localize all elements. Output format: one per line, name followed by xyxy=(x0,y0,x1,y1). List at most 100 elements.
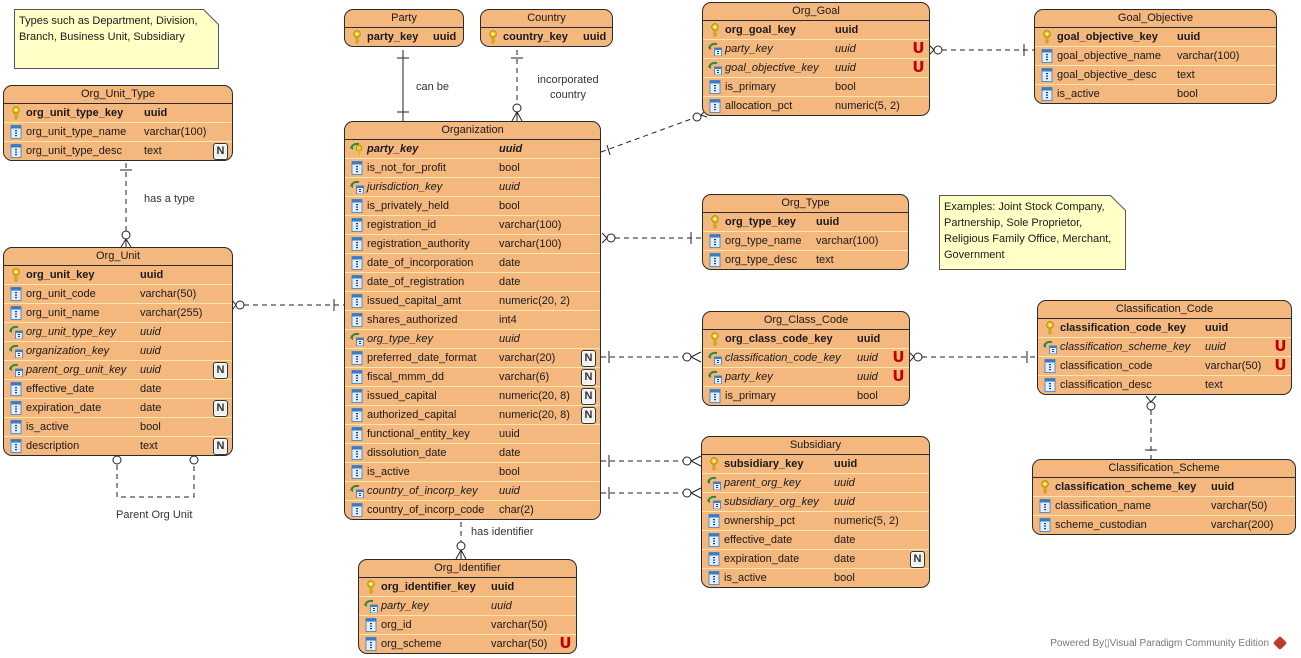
column-icon xyxy=(1040,87,1054,101)
rel-org-unit-parent[interactable] xyxy=(116,465,195,498)
column-icon xyxy=(1038,499,1052,513)
column-name: org_type_name xyxy=(725,235,802,247)
column-type: char(2) xyxy=(499,504,534,516)
foreign-key-icon xyxy=(708,42,722,57)
label-has-identifier: has identifier xyxy=(471,526,534,538)
note-org-unit-type[interactable]: Types such as Department, Division, Bran… xyxy=(14,9,219,69)
rel-organization-org-goal[interactable] xyxy=(600,117,695,153)
unique-icon: U xyxy=(892,348,905,366)
primary-key-icon xyxy=(708,23,722,37)
column-name: org_unit_code xyxy=(26,288,96,300)
unique-icon: U xyxy=(1274,337,1287,355)
column-name: organization_key xyxy=(26,345,110,357)
note-org-type[interactable]: Examples: Joint Stock Company, Partnersh… xyxy=(939,195,1126,270)
column-type: text xyxy=(144,145,162,157)
column-icon xyxy=(350,294,364,308)
column-type: varchar(6) xyxy=(499,371,550,383)
